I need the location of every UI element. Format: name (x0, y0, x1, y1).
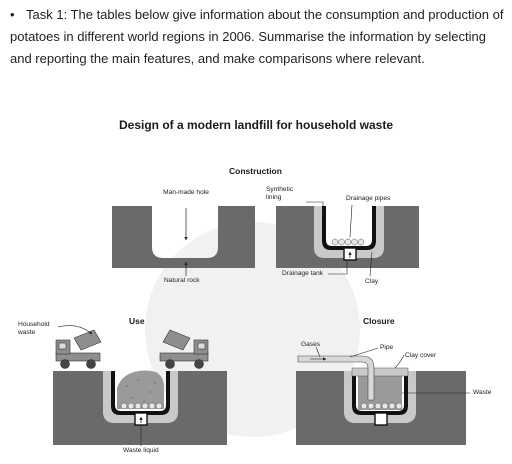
label-synthetic-lining: Synthetic lining (266, 186, 294, 201)
label-gases: Gases (301, 341, 321, 348)
construction-hole-panel (112, 206, 255, 276)
label-man-made-hole: Man-made hole (163, 189, 209, 196)
label-natural-rock: Natural rock (164, 277, 200, 284)
task-prompt: •Task 1: The tables below give informati… (10, 4, 506, 70)
use-panel (53, 325, 227, 446)
closure-panel (296, 346, 470, 445)
label-household-waste: Household waste (18, 321, 50, 336)
pipe-pointer (349, 347, 379, 358)
task-text: Task 1: The tables below give informatio… (10, 7, 504, 66)
natural-rock-shape (112, 206, 255, 268)
label-waste: Waste (473, 389, 492, 396)
label-clay: Clay (365, 278, 379, 285)
diagram-title: Design of a modern landfill for househol… (118, 118, 394, 132)
lining-pointer (306, 201, 324, 215)
section-closure-heading: Closure (363, 316, 395, 326)
label-drainage-pipes: Drainage pipes (346, 195, 391, 202)
clay-pointer (369, 251, 373, 277)
pipes-pointer (349, 204, 353, 238)
clay-cover-pointer (394, 354, 405, 369)
clay-layer (314, 206, 384, 258)
bullet-point: • (10, 7, 15, 22)
section-use-heading: Use (129, 316, 145, 326)
left-truck-icon (55, 329, 102, 369)
lined-rock-shape (276, 206, 419, 268)
clay-cover (351, 367, 409, 377)
household-waste-pointer (57, 325, 93, 335)
tank-pointer (328, 260, 348, 275)
closure-rock-shape (296, 371, 466, 445)
drainage-pipes (331, 238, 365, 246)
section-construction-heading: Construction (229, 166, 282, 176)
right-truck-icon (159, 329, 209, 369)
label-waste-liquid: Waste liquid (123, 447, 159, 454)
gas-pipe (297, 355, 375, 401)
synthetic-lining (322, 206, 376, 250)
gases-pointer (315, 346, 321, 358)
label-clay-cover: Clay cover (405, 352, 437, 359)
label-pipe: Pipe (380, 344, 394, 351)
label-drainage-tank: Drainage tank (282, 270, 324, 277)
construction-lined-panel (276, 201, 419, 277)
use-rock-shape (53, 371, 227, 445)
waste-pile (117, 370, 164, 409)
